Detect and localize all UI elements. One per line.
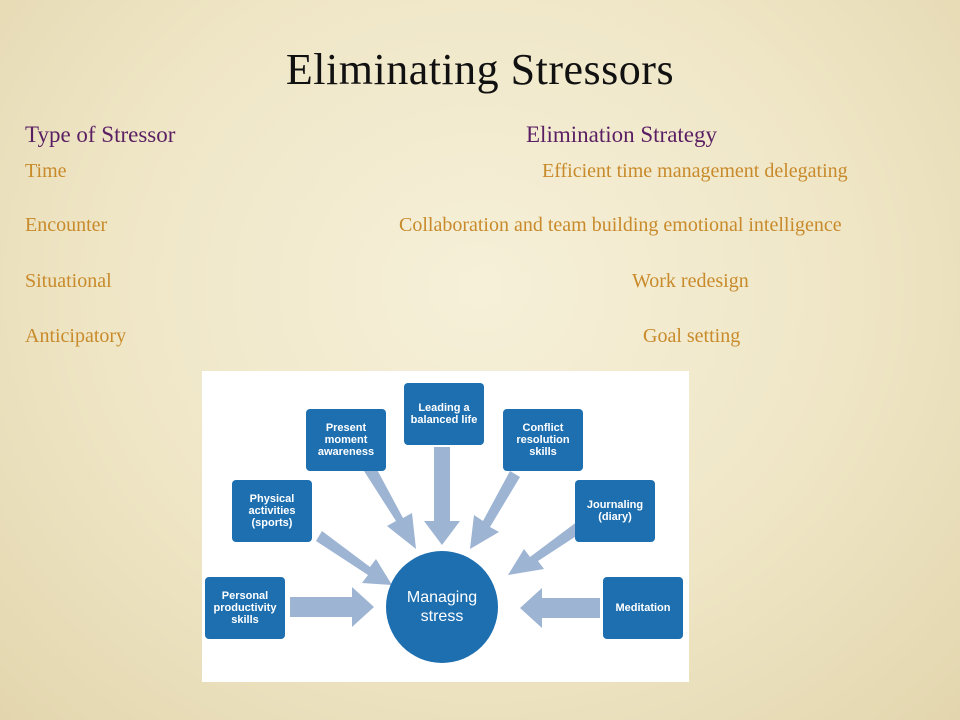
arrow-personal-productivity: [290, 587, 374, 627]
row-encounter-type: Encounter: [25, 214, 108, 236]
arrow-meditation: [520, 588, 600, 628]
arrow-journaling: [508, 521, 584, 575]
node-personal-productivity: Personal productivity skills: [205, 577, 285, 639]
node-conflict-resolution: Conflict resolution skills: [503, 409, 583, 471]
node-journaling: Journaling (diary): [575, 480, 655, 542]
row-situational-type: Situational: [25, 270, 112, 292]
row-time-strategy: Efficient time management delegating: [542, 160, 848, 182]
row-time-type: Time: [25, 160, 67, 182]
arrow-present-moment: [364, 464, 416, 549]
header-type-of-stressor: Type of Stressor: [25, 122, 176, 147]
node-leading-balanced-life: Leading a balanced life: [404, 383, 484, 445]
managing-stress-diagram: Personal productivity skills Physical ac…: [202, 371, 689, 682]
arrow-conflict-resolution: [470, 471, 520, 549]
header-elimination-strategy: Elimination Strategy: [526, 122, 717, 147]
diagram-arrows: [290, 447, 600, 628]
node-present-moment-awareness: Present moment awareness: [306, 409, 386, 471]
row-anticipatory-strategy: Goal setting: [643, 325, 741, 347]
arrow-balanced-life: [424, 447, 460, 545]
row-encounter-strategy: Collaboration and team building emotiona…: [399, 214, 842, 236]
node-physical-activities: Physical activities (sports): [232, 480, 312, 542]
arrow-physical-activities: [316, 531, 392, 585]
slide-title: Eliminating Stressors: [285, 45, 675, 94]
row-anticipatory-type: Anticipatory: [25, 325, 127, 347]
node-meditation: Meditation: [603, 577, 683, 639]
row-situational-strategy: Work redesign: [632, 270, 749, 292]
hub-managing-stress: Managing stress: [386, 551, 498, 663]
